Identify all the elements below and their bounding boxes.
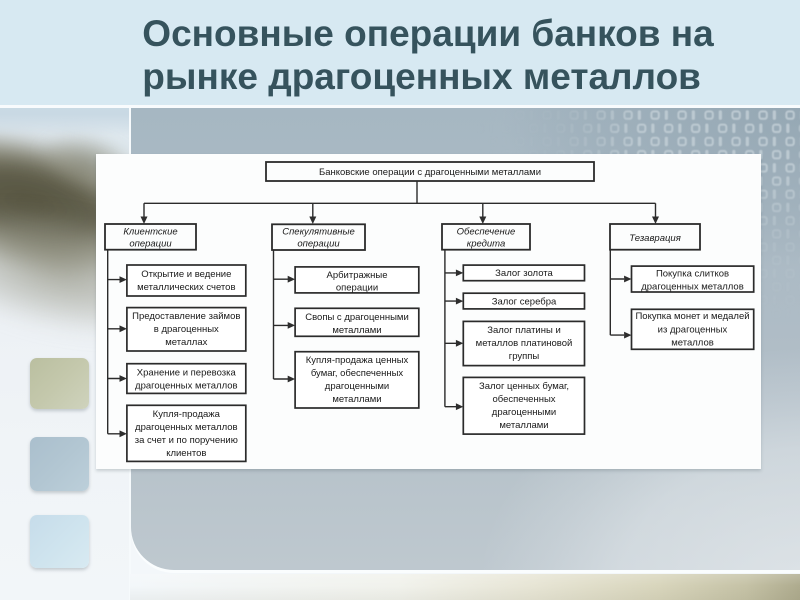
svg-text:в драгоценных: в драгоценных — [154, 324, 219, 335]
svg-text:операции: операции — [297, 239, 340, 250]
svg-text:Тезаврация: Тезаврация — [629, 233, 681, 244]
svg-text:обеспеченных: обеспеченных — [492, 394, 555, 405]
svg-text:металлами: металлами — [499, 420, 548, 431]
svg-text:Открытие и ведение: Открытие и ведение — [141, 269, 231, 280]
svg-text:драгоценных металлов: драгоценных металлов — [135, 381, 238, 392]
svg-text:драгоценных металлов: драгоценных металлов — [641, 281, 744, 292]
svg-text:драгоценных металлов: драгоценных металлов — [135, 422, 238, 433]
svg-text:Обеспечение: Обеспечение — [457, 227, 516, 238]
svg-text:бумаг, обеспеченных: бумаг, обеспеченных — [311, 368, 404, 379]
svg-text:Арбитражные: Арбитражные — [327, 270, 388, 281]
svg-text:драгоценными: драгоценными — [325, 381, 389, 392]
svg-text:металлических счетов: металлических счетов — [137, 282, 235, 293]
svg-text:операции: операции — [336, 283, 378, 294]
svg-text:Купля-продажа: Купля-продажа — [153, 409, 221, 420]
svg-text:Залог ценных бумаг,: Залог ценных бумаг, — [479, 381, 569, 392]
svg-text:металлами: металлами — [332, 394, 381, 405]
svg-text:драгоценными: драгоценными — [492, 407, 556, 418]
svg-text:металлов: металлов — [671, 338, 714, 349]
svg-text:металлах: металлах — [165, 337, 207, 348]
svg-text:Покупка монет и медалей: Покупка монет и медалей — [635, 311, 749, 322]
svg-text:металлов платиновой: металлов платиновой — [476, 338, 573, 349]
svg-text:Залог платины и: Залог платины и — [487, 325, 561, 336]
svg-text:Покупка слитков: Покупка слитков — [656, 269, 729, 280]
svg-text:Предоставление займов: Предоставление займов — [132, 311, 240, 322]
svg-text:Залог золота: Залог золота — [495, 268, 553, 279]
svg-text:клиентов: клиентов — [166, 448, 206, 459]
svg-text:Свопы с драгоценными: Свопы с драгоценными — [305, 312, 409, 323]
svg-text:операции: операции — [129, 239, 172, 250]
svg-text:Банковские операции с драгоцен: Банковские операции с драгоценными метал… — [319, 167, 541, 178]
svg-text:кредита: кредита — [467, 239, 506, 250]
svg-text:Спекулятивные: Спекулятивные — [282, 227, 355, 238]
svg-text:Купля-продажа ценных: Купля-продажа ценных — [306, 355, 409, 366]
svg-text:за счет и по поручению: за счет и по поручению — [135, 435, 238, 446]
svg-text:Хранение и перевозка: Хранение и перевозка — [137, 368, 237, 379]
svg-text:Залог серебра: Залог серебра — [492, 297, 557, 308]
svg-text:из драгоценных: из драгоценных — [658, 324, 728, 335]
svg-text:Клиентские: Клиентские — [123, 227, 177, 238]
svg-text:металлами: металлами — [332, 325, 381, 336]
svg-text:группы: группы — [509, 351, 540, 362]
